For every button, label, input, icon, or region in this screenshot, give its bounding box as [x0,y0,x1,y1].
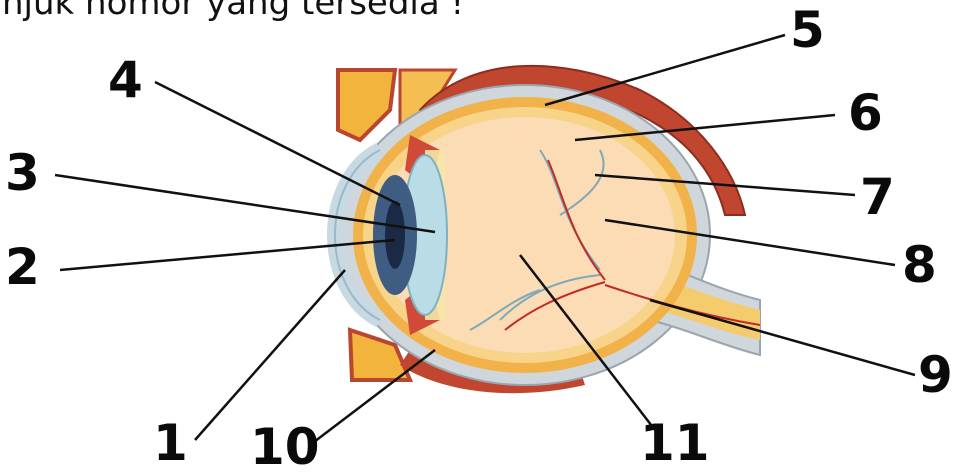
label-11: 11 [640,418,710,468]
label-4: 4 [108,55,143,105]
label-8: 8 [902,240,937,290]
label-9: 9 [918,350,953,400]
leader-line-9 [650,300,915,375]
label-6: 6 [848,88,883,138]
label-2: 2 [5,242,40,292]
label-1: 1 [153,418,188,468]
label-3: 3 [5,148,40,198]
leader-line-1 [195,270,345,440]
label-10: 10 [250,422,320,472]
label-5: 5 [790,5,825,55]
label-7: 7 [860,172,895,222]
